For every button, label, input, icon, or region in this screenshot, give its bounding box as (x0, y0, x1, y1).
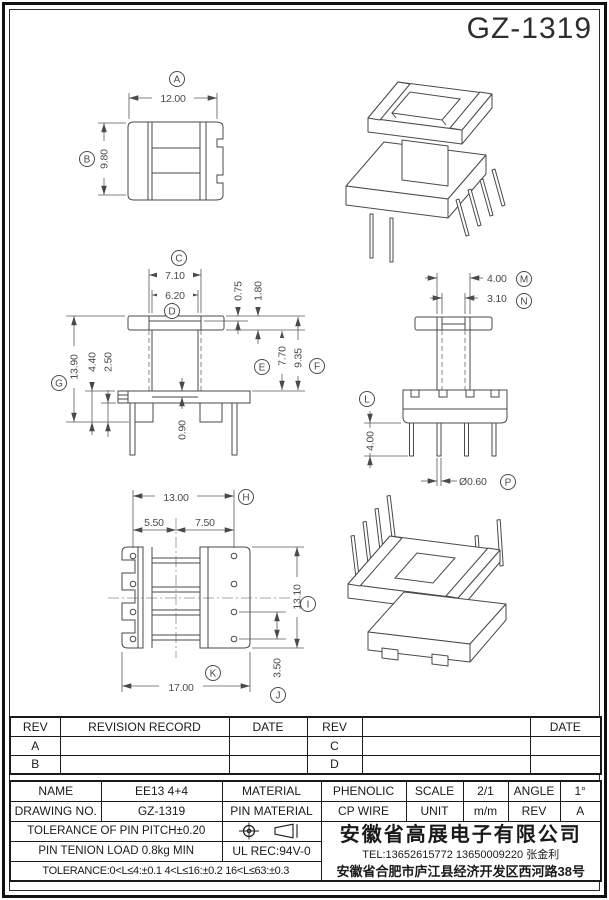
dim-top-width: 12.00 (160, 93, 186, 105)
balloon-p: P (505, 478, 512, 489)
dim-bottom-pitch-right: 7.50 (195, 517, 215, 529)
dim-side-column-inner: 3.10 (487, 293, 507, 305)
rev-header-left: REV (9, 716, 61, 737)
drawing-title: GZ-1319 (466, 12, 592, 45)
company-address: 安徽省合肥市庐江县经济开发区西河路38号 (336, 863, 585, 879)
company-tel: TEL:13652615772 13650009220 张金利 (362, 848, 560, 861)
rev-c-record-cell (361, 735, 531, 756)
balloon-f: F (314, 362, 320, 373)
dim-front-base-height: 4.40 (87, 352, 99, 372)
pin-tension-note: PIN TENION LOAD 0.8kg MIN (9, 840, 223, 862)
rev-header-right: REV (306, 716, 363, 737)
rev-b-record-cell (59, 754, 230, 775)
balloon-m: M (520, 275, 528, 286)
bottom-view: 13.00 H 5.50 7.50 13.10 I 3.50 J 17.00 K (108, 489, 316, 703)
dim-top-height: 9.80 (99, 149, 111, 169)
date-header-left: DATE (228, 716, 308, 737)
rev-a-record-cell (59, 735, 230, 756)
scale-label: SCALE (405, 780, 464, 802)
top-view: 12.00 A 9.80 B (79, 71, 224, 201)
rev-d-date-cell (529, 754, 602, 775)
isometric-view-upper (345, 81, 506, 263)
dim-bottom-overall-width: 17.00 (168, 682, 194, 694)
rev-d-cell: D (306, 754, 363, 775)
balloon-g: G (55, 379, 63, 390)
dim-front-foot-height: 2.50 (103, 352, 115, 372)
tolerance-range-note: TOLERANCE:0<L≤4:±0.1 4<L≤16:±0.2 16<L≤63… (9, 860, 322, 882)
scale-value: 2/1 (462, 780, 509, 802)
rev-value: A (559, 800, 602, 822)
balloon-b: B (84, 155, 91, 166)
balloon-a: A (174, 75, 181, 86)
pin-material-value: CP WIRE (320, 800, 407, 822)
side-view: 4.00 M 3.10 N 4.00 L Ø0.60 P (359, 271, 532, 490)
projection-symbol-cell (221, 820, 322, 842)
material-label: MATERIAL (221, 780, 322, 802)
rev-b-cell: B (9, 754, 61, 775)
dim-side-pin-length: 4.00 (365, 431, 377, 451)
material-value: PHENOLIC (320, 780, 407, 802)
unit-value: m/m (462, 800, 509, 822)
projection-symbol-icon (238, 822, 298, 840)
balloon-c: C (175, 254, 182, 265)
rev-a-date-cell (228, 735, 308, 756)
dim-bottom-row-offset: 3.50 (272, 658, 284, 678)
front-view: 7.10 C 6.20 D 0.75 1.80 13.90 G 4.40 (51, 250, 325, 456)
balloon-e: E (259, 363, 266, 374)
dim-front-window-height: 7.70 (277, 346, 289, 366)
revision-record-header-right (361, 716, 531, 737)
balloon-d: D (168, 307, 175, 318)
balloon-k: K (210, 669, 217, 680)
dim-front-total-height: 13.90 (69, 354, 81, 380)
rev-c-cell: C (306, 735, 363, 756)
company-block: 安徽省高展电子有限公司 TEL:13652615772 13650009220 … (320, 820, 602, 882)
balloon-n: N (520, 297, 527, 308)
dim-front-flange-thickness: 1.80 (253, 281, 265, 301)
dim-front-height-to-base: 9.35 (293, 348, 305, 368)
dim-bottom-pin-span: 13.00 (163, 492, 189, 504)
revision-record-header: REVISION RECORD (59, 716, 230, 737)
revision-table: REV REVISION RECORD DATE REV DATE A C B … (9, 716, 602, 775)
rev-d-record-cell (361, 754, 531, 775)
ul-rec-value: UL REC:94V-0 (221, 840, 322, 862)
angle-value: 1° (559, 780, 602, 802)
rev-label: REV (507, 800, 561, 822)
dim-front-slot-bottom: 6.20 (165, 290, 185, 302)
balloon-j: J (276, 691, 281, 702)
dim-front-lip: 0.75 (233, 281, 245, 301)
dim-side-pin-diameter: Ø0.60 (459, 476, 487, 488)
balloon-l: L (364, 395, 370, 406)
rev-b-date-cell (228, 754, 308, 775)
drawing-canvas: 12.00 A 9.80 B (51, 71, 532, 703)
name-label: NAME (9, 780, 102, 802)
rev-a-cell: A (9, 735, 61, 756)
isometric-view-lower (347, 495, 507, 667)
dim-side-column-width: 4.00 (487, 273, 507, 285)
name-value: EE13 4+4 (100, 780, 223, 802)
date-header-right: DATE (529, 716, 602, 737)
dim-front-slot-top: 7.10 (165, 270, 185, 282)
balloon-h: H (242, 493, 249, 504)
dim-bottom-pitch-left: 5.50 (144, 517, 164, 529)
sheet-border-inner (9, 9, 600, 891)
dim-front-base-step: 0.90 (177, 420, 189, 440)
pin-material-label: PIN MATERIAL (221, 800, 322, 822)
drawing-no-label: DRAWING NO. (9, 800, 102, 822)
angle-label: ANGLE (507, 780, 561, 802)
company-name: 安徽省高展电子有限公司 (339, 823, 582, 846)
tolerance-pitch-note: TOLERANCE OF PIN PITCH±0.20 (9, 820, 223, 842)
drawing-no-value: GZ-1319 (100, 800, 223, 822)
rev-c-date-cell (529, 735, 602, 756)
balloon-i: I (307, 600, 310, 611)
spec-table: NAME EE13 4+4 MATERIAL PHENOLIC SCALE 2/… (9, 780, 602, 882)
unit-label: UNIT (405, 800, 464, 822)
